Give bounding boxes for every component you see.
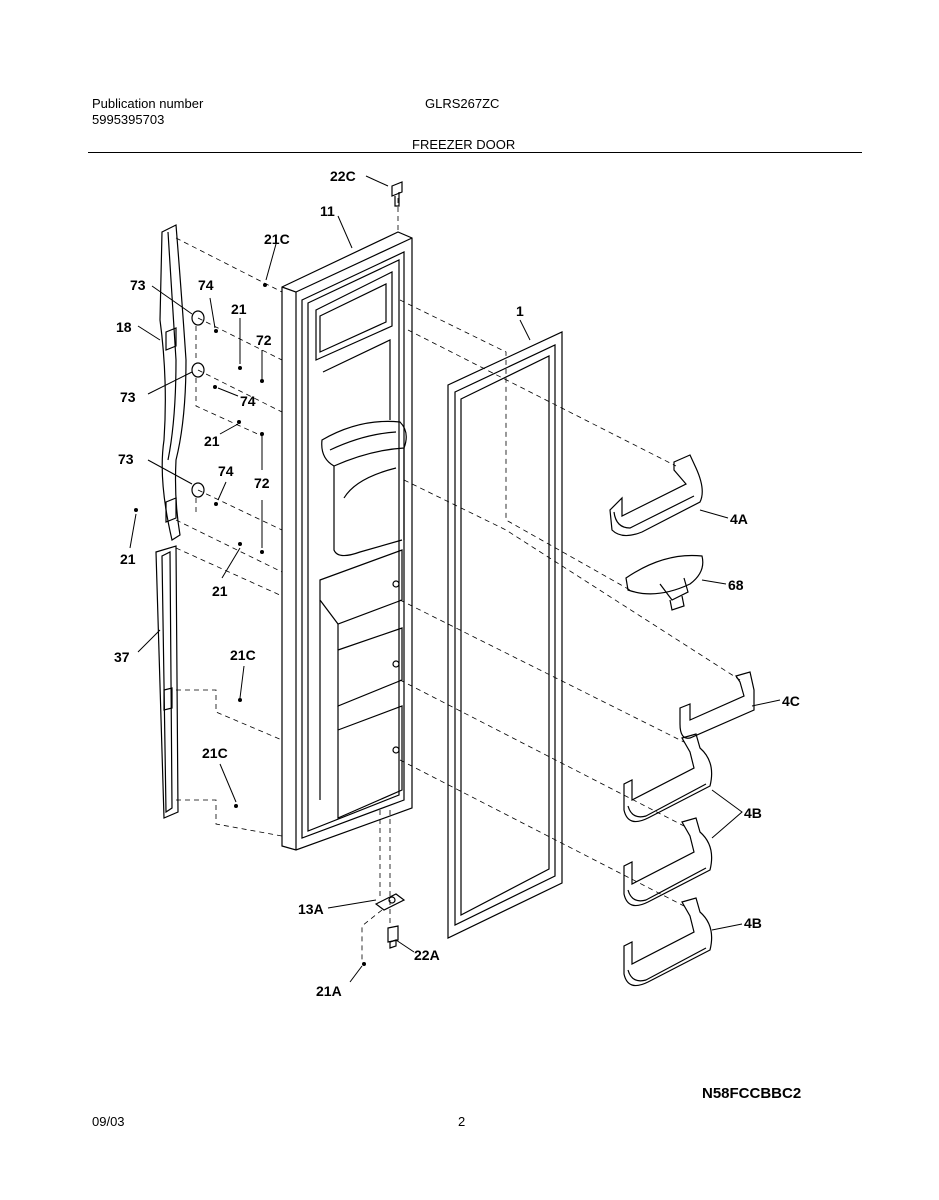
callout-21C-upper: 21C <box>264 231 290 247</box>
alignment-lines <box>175 198 741 960</box>
pivot-22A <box>387 925 399 949</box>
publication-number: 5995395703 <box>92 112 165 127</box>
lower-handle <box>155 545 179 819</box>
callout-73-lower: 73 <box>118 451 134 467</box>
callout-4C: 4C <box>782 693 800 709</box>
callout-74-middle: 74 <box>240 393 256 409</box>
footer-date: 09/03 <box>92 1114 125 1129</box>
bin-4C <box>679 671 755 739</box>
page-number: 2 <box>458 1114 466 1129</box>
hinge-13A <box>374 893 406 911</box>
section-title: FREEZER DOOR <box>412 137 516 152</box>
callout-13A: 13A <box>298 901 324 917</box>
screws <box>134 283 366 966</box>
hinge-pin-22C <box>391 181 403 207</box>
leader-lines <box>129 175 781 983</box>
diagram-code: N58FCCBBC2 <box>702 1085 802 1102</box>
door-shelves <box>319 549 403 819</box>
bin-4A <box>609 454 703 537</box>
callout-22A: 22A <box>414 947 440 963</box>
callout-18: 18 <box>116 319 132 335</box>
callout-21A: 21A <box>316 983 342 999</box>
callout-72-lower: 72 <box>254 475 270 491</box>
header-rule <box>88 152 862 153</box>
callout-22C-top: 22C <box>330 168 356 184</box>
callout-1: 1 <box>516 303 524 319</box>
bin-4B-upper <box>623 733 713 823</box>
freezer-door-outer <box>281 231 413 851</box>
callout-68: 68 <box>728 577 744 593</box>
funnel-68 <box>625 554 704 611</box>
dispenser-housing <box>321 420 407 557</box>
bin-4B-middle <box>623 817 713 907</box>
callout-21C-lower: 21C <box>202 745 228 761</box>
callout-4B-upper: 4B <box>744 805 762 821</box>
callout-21-left: 21 <box>120 551 136 567</box>
callout-21C-middle: 21C <box>230 647 256 663</box>
upper-handle <box>159 224 187 541</box>
callout-11: 11 <box>320 203 335 219</box>
callout-21-lower: 21 <box>212 583 228 599</box>
callout-73-upper: 73 <box>130 277 146 293</box>
callout-21-upper: 21 <box>231 301 247 317</box>
callout-4B-lower: 4B <box>744 915 762 931</box>
callout-73-middle: 73 <box>120 389 136 405</box>
publication-label: Publication number <box>92 96 204 111</box>
callout-21-middle: 21 <box>204 433 220 449</box>
callout-4A: 4A <box>730 511 748 527</box>
spacers-73 <box>191 310 205 498</box>
callout-72-upper: 72 <box>256 332 272 348</box>
door-gasket <box>447 331 563 939</box>
model-number: GLRS267ZC <box>425 96 500 111</box>
bin-4B-lower <box>623 897 713 987</box>
freezer-door-liner <box>301 251 405 839</box>
callout-37: 37 <box>114 649 130 665</box>
callout-74-upper: 74 <box>198 277 214 293</box>
callout-74-lower: 74 <box>218 463 234 479</box>
